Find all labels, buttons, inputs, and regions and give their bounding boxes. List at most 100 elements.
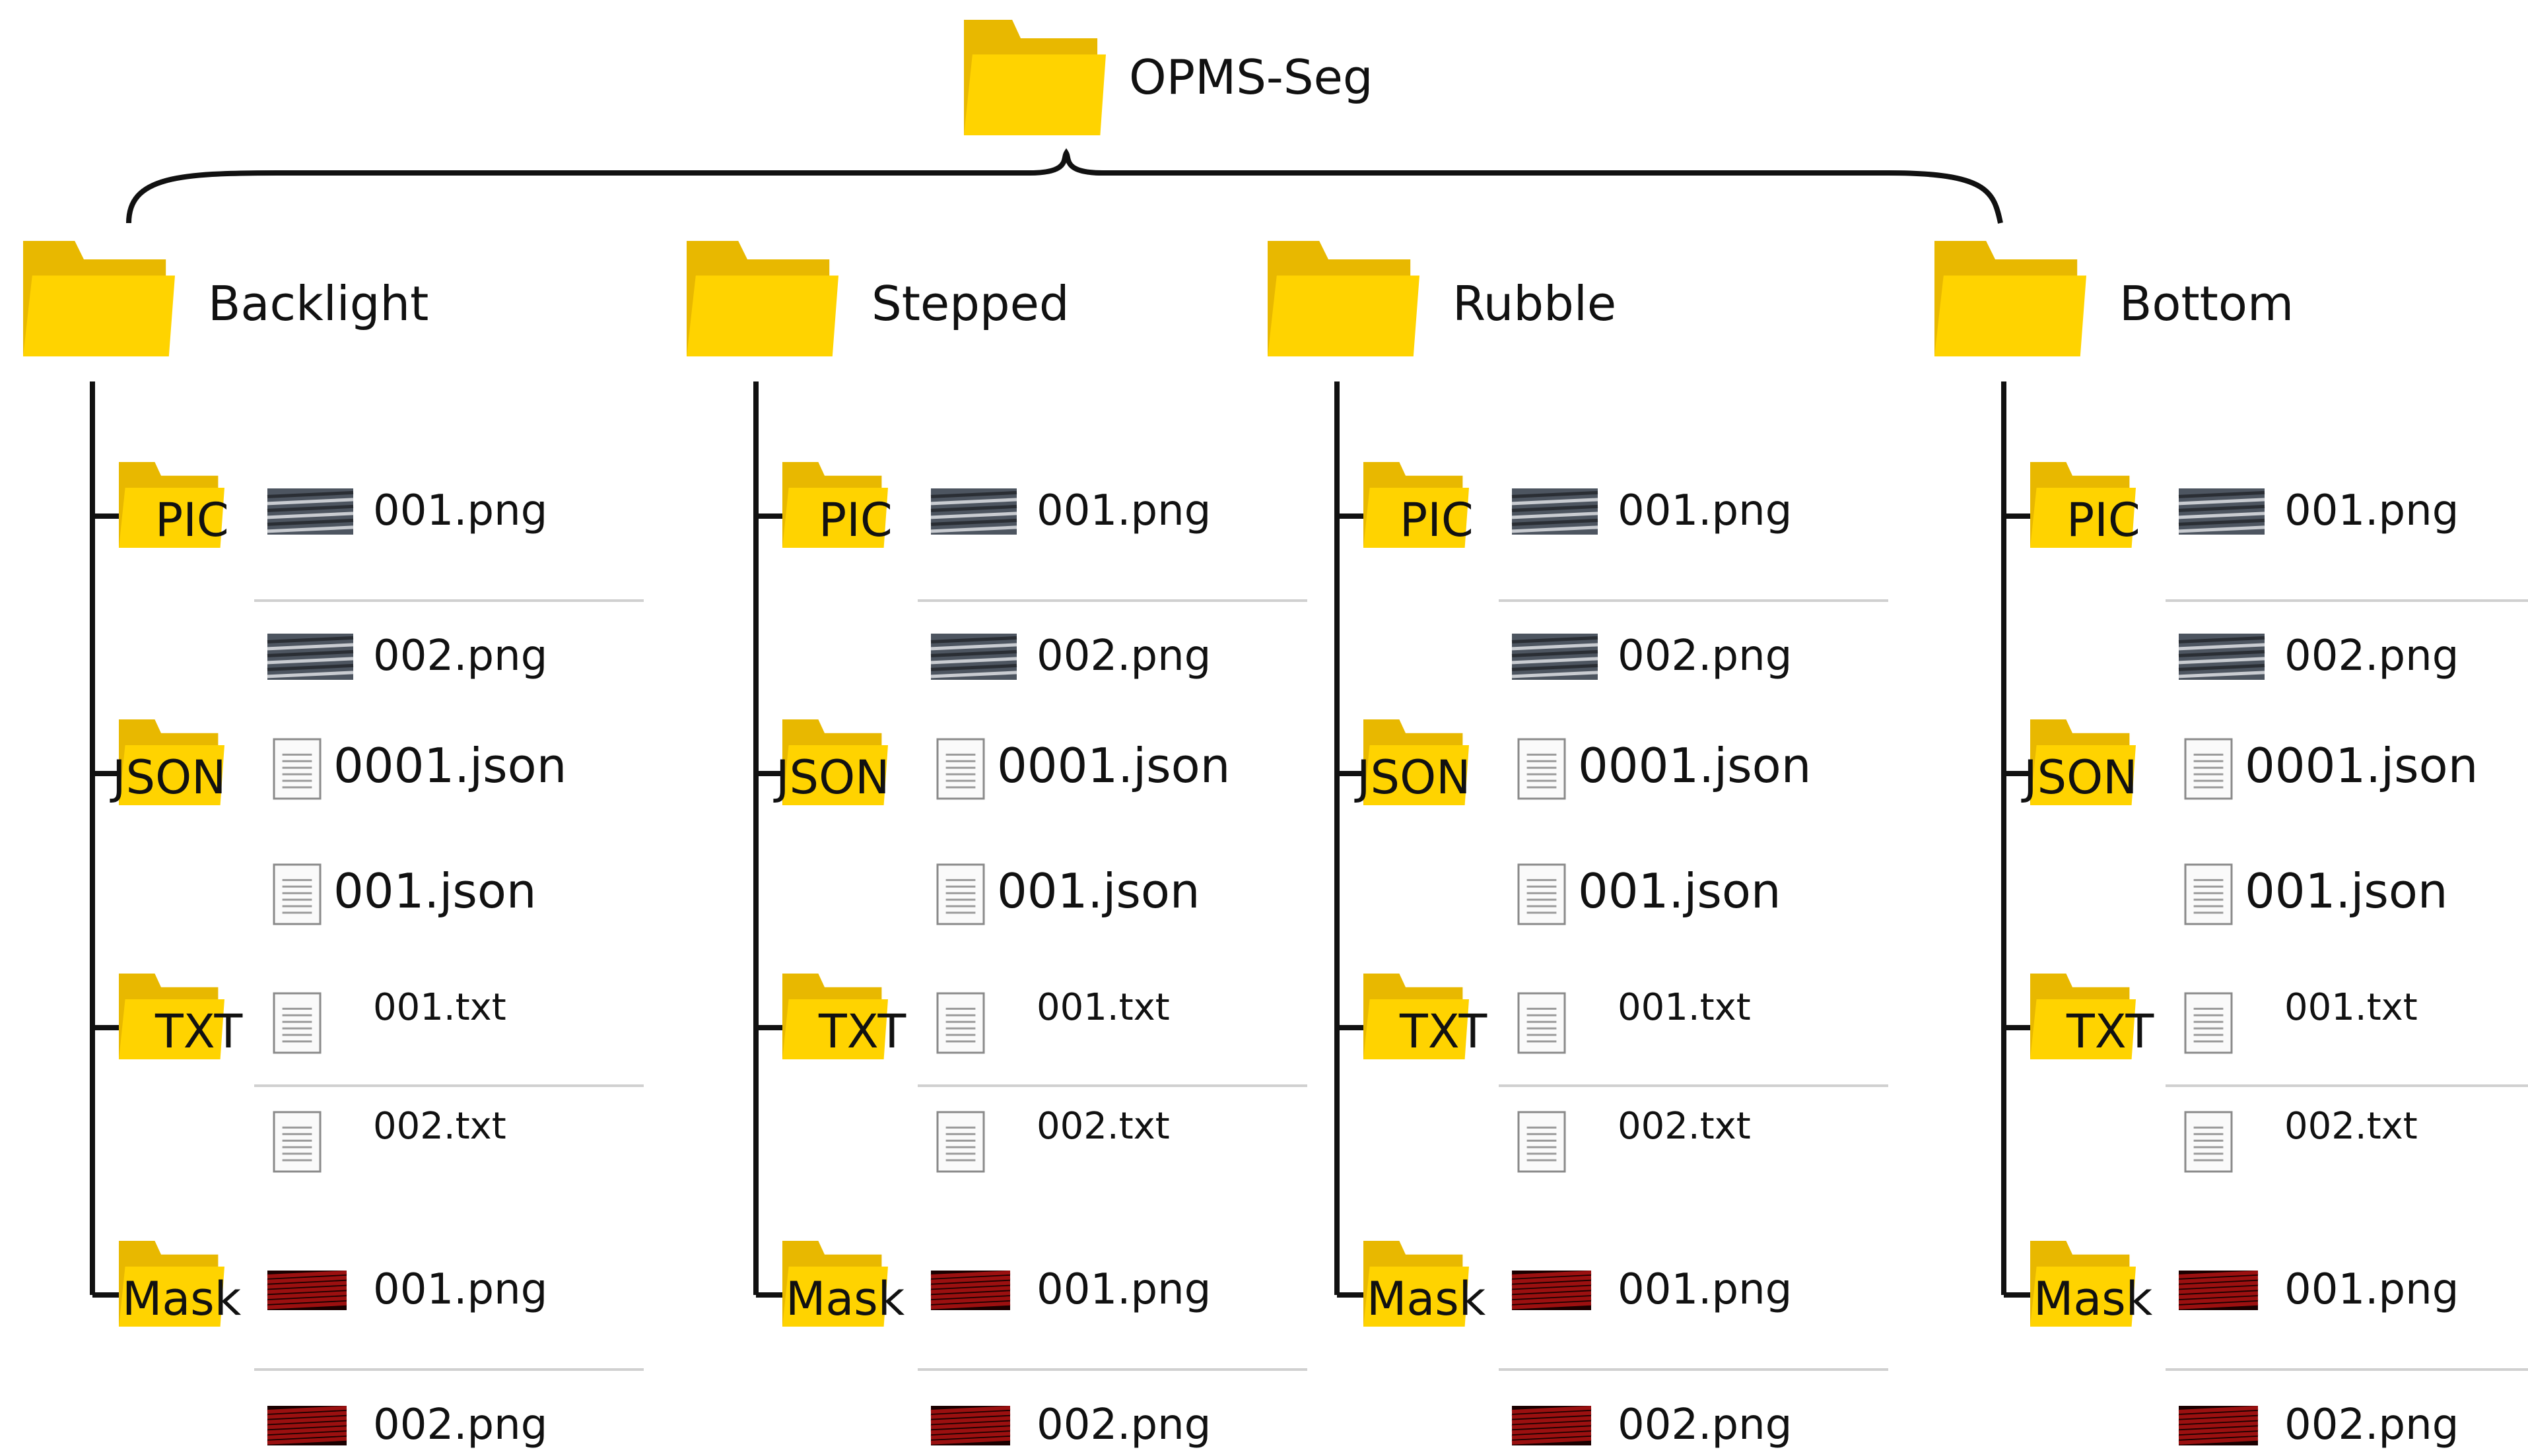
document-icon: [2184, 738, 2233, 800]
folder-icon: [782, 719, 888, 805]
file-entry[interactable]: 001.png: [254, 486, 644, 602]
file-entry[interactable]: 001.png: [1499, 486, 1888, 602]
subfolder-label: TXT: [154, 1005, 242, 1059]
file-entry[interactable]: 001.txt: [2166, 986, 2528, 1087]
subfolder-label: TXT: [2066, 1005, 2154, 1059]
file-name: 001.json: [1578, 863, 1781, 919]
folder-icon: [1934, 241, 2086, 356]
folder-icon: [1363, 719, 1469, 805]
mask-thumbnail-icon: [1511, 1271, 1592, 1310]
subfolder-pic[interactable]: PIC 001.png 002.png: [92, 462, 644, 680]
subfolder-label: JSON: [773, 750, 890, 805]
file-name: 001.png: [2284, 486, 2459, 535]
folder-icon: [1363, 974, 1469, 1059]
file-entry[interactable]: 001.png: [918, 1265, 1307, 1371]
file-entry[interactable]: 002.txt: [273, 1105, 506, 1173]
root-node[interactable]: OPMS-Seg: [964, 20, 1373, 135]
file-entry[interactable]: 002.png: [267, 632, 547, 680]
root-label: OPMS-Seg: [1129, 50, 1373, 105]
subfolder-json[interactable]: JSON 0001.json 001.json: [756, 719, 1230, 925]
file-entry[interactable]: 001.json: [936, 863, 1200, 925]
file-name: 001.png: [373, 1265, 547, 1314]
file-entry[interactable]: 001.png: [1499, 1265, 1888, 1371]
subfolder-txt[interactable]: TXT 001.txt 002.txt: [756, 974, 1307, 1173]
category-folder[interactable]: Rubble: [1268, 241, 1616, 356]
subfolder-label: TXT: [818, 1005, 906, 1059]
root-brace: [126, 148, 2003, 224]
file-entry[interactable]: 001.png: [254, 1265, 644, 1371]
folder-icon: [2030, 1241, 2136, 1327]
file-entry[interactable]: 002.png: [2178, 1401, 2459, 1449]
mask-thumbnail-icon: [267, 1271, 347, 1310]
file-entry[interactable]: 001.txt: [254, 986, 644, 1087]
photo-thumbnail-icon: [2178, 488, 2265, 535]
file-name: 002.txt: [2284, 1105, 2418, 1148]
file-name: 001.txt: [2284, 986, 2418, 1029]
file-entry[interactable]: 002.txt: [1517, 1105, 1751, 1173]
file-name: 001.png: [373, 486, 547, 535]
file-entry[interactable]: 001.txt: [1499, 986, 1888, 1087]
subfolder-label: PIC: [819, 493, 893, 547]
document-icon: [936, 738, 985, 800]
photo-thumbnail-icon: [2178, 634, 2265, 680]
subfolder-label: Mask: [122, 1272, 242, 1326]
file-entry[interactable]: 001.json: [1517, 863, 1781, 925]
file-entry[interactable]: 0001.json: [1517, 738, 1811, 800]
file-entry[interactable]: 002.png: [2178, 632, 2459, 680]
photo-thumbnail-icon: [267, 634, 354, 680]
file-name: 001.png: [1037, 486, 1211, 535]
category-folder[interactable]: Backlight: [23, 241, 428, 356]
file-entry[interactable]: 002.png: [1511, 632, 1792, 680]
file-entry[interactable]: 001.json: [2184, 863, 2448, 925]
file-name: 001.txt: [1037, 986, 1170, 1029]
file-entry[interactable]: 0001.json: [936, 738, 1230, 800]
file-entry[interactable]: 001.png: [2166, 486, 2528, 602]
file-entry[interactable]: 002.png: [930, 632, 1211, 680]
file-entry[interactable]: 002.txt: [2184, 1105, 2418, 1173]
subfolder-txt[interactable]: TXT 001.txt 002.txt: [2004, 974, 2528, 1173]
document-icon: [273, 738, 322, 800]
file-name: 002.png: [2284, 1401, 2459, 1449]
category-folder[interactable]: Stepped: [687, 241, 1070, 356]
subfolder-pic[interactable]: PIC 001.png 002.png: [756, 462, 1307, 680]
file-entry[interactable]: 001.txt: [918, 986, 1307, 1087]
category-folder[interactable]: Bottom: [1934, 241, 2294, 356]
folder-icon: [119, 462, 224, 548]
file-entry[interactable]: 002.png: [267, 1401, 547, 1449]
file-entry[interactable]: 002.png: [1511, 1401, 1792, 1449]
mask-thumbnail-icon: [267, 1406, 347, 1445]
file-entry[interactable]: 002.png: [930, 1401, 1211, 1449]
document-icon: [273, 992, 322, 1054]
folder-icon: [964, 20, 1106, 135]
folder-icon: [23, 241, 175, 356]
folder-icon: [1363, 1241, 1469, 1327]
photo-thumbnail-icon: [1511, 634, 1598, 680]
file-name: 001.json: [997, 863, 1200, 919]
file-entry[interactable]: 0001.json: [273, 738, 566, 800]
file-entry[interactable]: 001.json: [273, 863, 537, 925]
file-entry[interactable]: 001.png: [2166, 1265, 2528, 1371]
subfolder-label: PIC: [155, 493, 229, 547]
file-entry[interactable]: 001.png: [918, 486, 1307, 602]
file-entry[interactable]: 002.txt: [936, 1105, 1170, 1173]
subfolder-mask[interactable]: Mask 001.png 002.png: [92, 1241, 644, 1449]
category-label: Rubble: [1452, 276, 1616, 331]
folder-icon: [1268, 241, 1419, 356]
subfolder-label: Mask: [2033, 1272, 2153, 1326]
subfolder-label: TXT: [1399, 1005, 1487, 1059]
file-entry[interactable]: 0001.json: [2184, 738, 2478, 800]
document-icon: [273, 1111, 322, 1173]
document-icon: [1517, 863, 1566, 925]
